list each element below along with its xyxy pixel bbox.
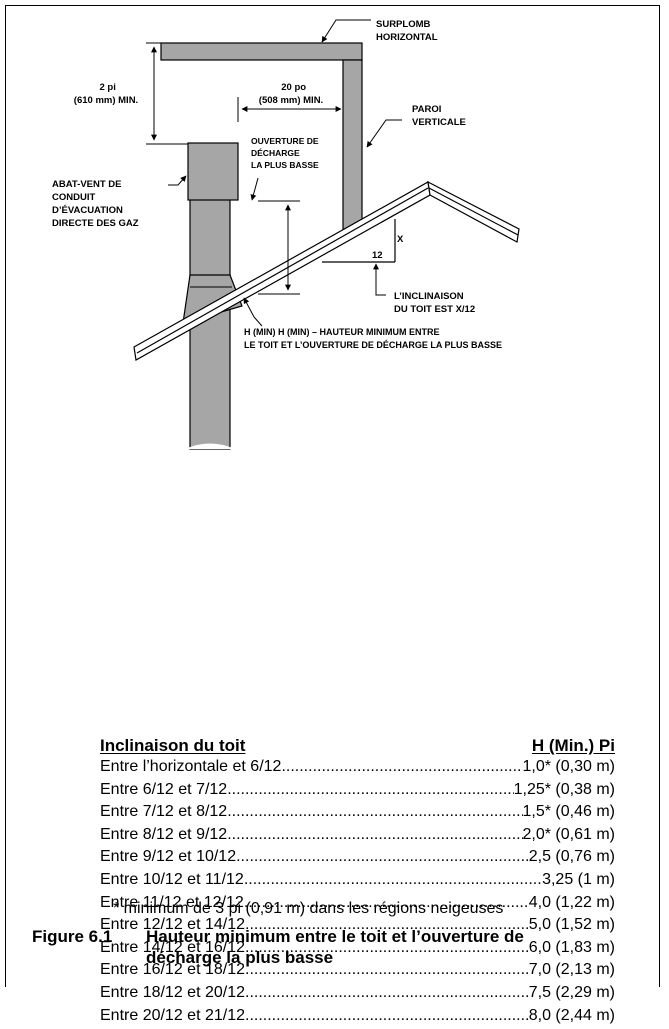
row-label: Entre l’horizontale et 6/12 [100,758,282,775]
row-label: Entre 12/12 et 14/12 [100,916,245,934]
horizontal-overhang [160,42,363,61]
row-label: Entre 7/12 et 8/12 [100,803,228,821]
figure-caption: Figure 6.1 Hauteur minimum entre le toit … [32,926,524,968]
hmin-label: H (MIN) H (MIN) – HAUTEUR MINIMUM ENTRE … [244,327,502,350]
caption-line-1: Hauteur minimum entre le toit et l’ouver… [146,927,524,946]
row-label: Entre 18/12 et 20/12 [100,983,245,1001]
table-row: Entre 9/12 et 10/12 2,5 (0,76 m) [100,848,615,871]
row-value: 7,0 (2,13 m) [528,961,615,979]
vent-cap [187,142,239,201]
table-row: Entre 7/12 et 8/12 1,5* (0,46 m) [100,803,615,826]
roof [133,180,520,361]
row-leader-dots [244,871,542,889]
row-value: 2,5 (0,76 m) [528,848,615,866]
row-value: 3,25 (1 m) [542,870,615,888]
row-label: Entre 10/12 et 11/12 [100,870,244,888]
table-row: Entre 6/12 et 7/12 1,25* (0,38 m) [100,781,615,804]
row-leader-dots [245,1007,529,1025]
paroi-label: PAROI VERTICALE [412,104,466,128]
row-label: Entre 16/12 et 18/12 [100,961,245,979]
figure-number: Figure 6.1 [32,927,113,946]
roof-pitch-table: Inclinaison du toit H (Min.) Pi Entre l’… [100,736,615,1029]
row-value: 8,0 (2,44 m) [528,1006,615,1024]
row-value: 1,0* (0,30 m) [522,758,615,775]
header-h-min: H (Min.) Pi [531,736,615,755]
row-value: 1,5* (0,46 m) [522,803,615,821]
abat-vent-label: ABAT-VENT DE CONDUIT D’ÉVACUATION DIRECT… [52,179,139,229]
row-value: 6,0 (1,83 m) [528,938,615,956]
snow-note: * minimum de 3 pi (0,91 m) dans les régi… [113,900,504,917]
row-label: Entre 6/12 et 7/12 [100,780,228,798]
surplomb-label: SURPLOMB HORIZONTAL [376,19,438,43]
page-frame [5,5,660,987]
table-row: Entre 16/12 et 18/12 7,0 (2,13 m) [100,961,615,984]
row-leader-dots [227,781,513,799]
row-leader-dots [227,803,522,821]
dim-20po-label: 20 po (508 mm) MIN. [259,82,323,106]
twelve-label: 12 [372,250,383,261]
table-row: Entre l’horizontale et 6/12 1,0* (0,30 m) [100,758,615,781]
row-value: 1,25* (0,38 m) [513,780,615,798]
table-row: Entre 12/12 et 14/12 5,0 (1,52 m) [100,916,615,939]
row-value: 5,0 (1,52 m) [528,916,615,934]
row-leader-dots [245,984,529,1002]
vertical-wall [342,59,363,231]
table-row: Entre 8/12 et 9/12 2,0* (0,61 m) [100,826,615,849]
caption-line-2: décharge la plus basse [146,948,334,967]
row-label: Entre 9/12 et 10/12 [100,848,237,866]
row-value: 2,0* (0,61 m) [522,825,615,843]
table-row: Entre 20/12 et 21/12 8,0 (2,44 m) [100,1007,615,1029]
header-roof-pitch: Inclinaison du toit [100,736,246,755]
row-leader-dots [227,826,522,844]
table-row: Entre 18/12 et 20/12 7,5 (2,29 m) [100,984,615,1007]
table-row: Entre 11/12 et 12/12 4,0 (1,22 m) [100,894,615,917]
row-leader-dots [281,758,522,776]
table-row: Entre 14/12 et 16/12 6,0 (1,83 m) [100,939,615,962]
dim-2pi-label: 2 pi (610 mm) MIN. [74,82,138,106]
row-label: Entre 14/12 et 16/12 [100,938,245,956]
row-value: 4,0 (1,22 m) [528,893,615,911]
table-header: Inclinaison du toit H (Min.) Pi [100,736,615,758]
x-label: X [397,234,404,245]
table-row: Entre 10/12 et 11/12 3,25 (1 m) [100,871,615,894]
table-rows: Entre l’horizontale et 6/12 1,0* (0,30 m)… [100,758,615,1029]
ouverture-label: OUVERTURE DE DÉCHARGE LA PLUS BASSE [251,136,321,170]
row-label: Entre 8/12 et 9/12 [100,825,228,843]
row-label: Entre 11/12 et 12/12 [100,893,244,911]
inclinaison-label: L’INCLINAISON DU TOIT EST X/12 [394,291,475,315]
row-value: 7,5 (2,29 m) [528,983,615,1001]
row-label: Entre 20/12 et 21/12 [100,1006,245,1024]
vent-clearance-diagram: SURPLOMB HORIZONTAL PAROI VERTICALE 2 pi… [52,19,520,450]
row-leader-dots [236,848,529,866]
